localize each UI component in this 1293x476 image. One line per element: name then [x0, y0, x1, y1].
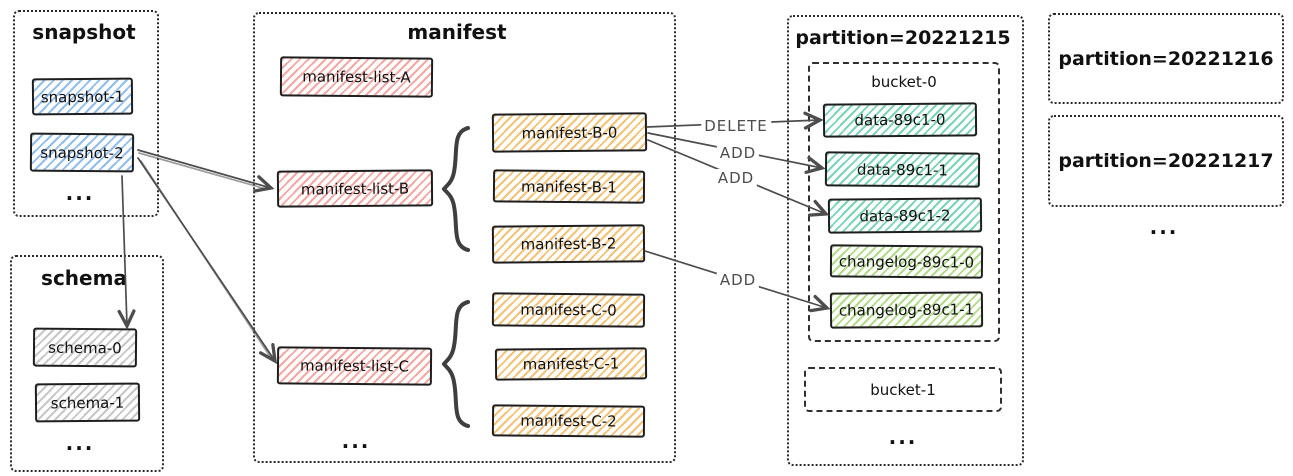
- node-label: data-89c1-1: [856, 160, 949, 179]
- node-label: manifest-list-C: [299, 356, 410, 376]
- node-label: changelog-89c1-1: [838, 300, 975, 320]
- node-manifest-b-0: manifest-B-0: [491, 112, 648, 153]
- partition-20221216-title: partition=20221216: [1058, 47, 1274, 70]
- edge-label-add-2: ADD: [714, 169, 758, 187]
- schema-group-title: schema: [41, 266, 127, 290]
- snapshot-group-title: snapshot: [32, 20, 136, 44]
- node-label: manifest-C-0: [520, 300, 617, 320]
- node-manifest-list-c: manifest-list-C: [276, 346, 433, 386]
- node-label: manifest-list-B: [300, 179, 410, 198]
- node-schema-1: schema-1: [34, 382, 141, 423]
- node-label: manifest-C-2: [520, 411, 617, 431]
- snapshot-ellipsis: ...: [65, 181, 95, 205]
- node-manifest-b-1: manifest-B-1: [492, 169, 646, 204]
- node-label: schema-1: [50, 393, 125, 412]
- node-snapshot-1: snapshot-1: [31, 77, 134, 116]
- node-label: data-89c1-2: [859, 206, 951, 225]
- node-label: changelog-89c1-0: [838, 251, 975, 272]
- node-label: manifest-B-2: [520, 234, 617, 254]
- node-label: schema-0: [48, 338, 122, 357]
- schema-group-box: [10, 255, 164, 472]
- partitions-ellipsis: ...: [1149, 215, 1179, 239]
- partition-20221215-ellipsis: ...: [888, 425, 918, 449]
- bucket-1-box: bucket-1: [804, 367, 1002, 412]
- node-changelog-89c1-0: changelog-89c1-0: [829, 244, 984, 279]
- node-schema-0: schema-0: [32, 327, 138, 368]
- node-manifest-c-0: manifest-C-0: [491, 292, 646, 328]
- node-label: manifest-B-0: [521, 123, 618, 142]
- node-label: manifest-list-A: [302, 67, 411, 87]
- node-label: manifest-B-1: [521, 177, 617, 196]
- node-data-89c1-1: data-89c1-1: [824, 151, 981, 188]
- node-data-89c1-0: data-89c1-0: [822, 102, 978, 138]
- partition-20221215-box: [787, 15, 1024, 466]
- node-snapshot-2: snapshot-2: [29, 132, 135, 173]
- manifest-group-title: manifest: [407, 20, 507, 44]
- snapshot-group-box: [13, 10, 159, 217]
- node-manifest-b-2: manifest-B-2: [491, 224, 646, 264]
- node-label: manifest-C-1: [522, 354, 620, 374]
- partition-20221216-box: partition=20221216: [1048, 13, 1284, 104]
- partition-20221217-title: partition=20221217: [1058, 150, 1274, 172]
- schema-ellipsis: ...: [65, 431, 95, 455]
- bucket-1-title: bucket-1: [870, 380, 936, 399]
- partition-20221217-box: partition=20221217: [1048, 115, 1284, 207]
- node-changelog-89c1-1: changelog-89c1-1: [829, 291, 984, 329]
- node-label: snapshot-1: [40, 87, 125, 106]
- bucket-0-title: bucket-0: [871, 73, 937, 91]
- edge-label-add-3: ADD: [716, 271, 760, 289]
- manifest-ellipsis: ...: [341, 429, 371, 453]
- node-manifest-c-2: manifest-C-2: [491, 404, 646, 438]
- node-manifest-list-a: manifest-list-A: [279, 56, 434, 98]
- node-label: snapshot-2: [40, 143, 124, 162]
- partition-20221215-title: partition=20221215: [795, 27, 1011, 49]
- node-manifest-list-b: manifest-list-B: [276, 169, 434, 208]
- node-manifest-c-1: manifest-C-1: [494, 347, 648, 381]
- edge-label-add-1: ADD: [716, 144, 760, 162]
- edge-label-delete: DELETE: [701, 117, 771, 135]
- node-data-89c1-2: data-89c1-2: [827, 197, 983, 234]
- node-label: data-89c1-0: [854, 110, 946, 130]
